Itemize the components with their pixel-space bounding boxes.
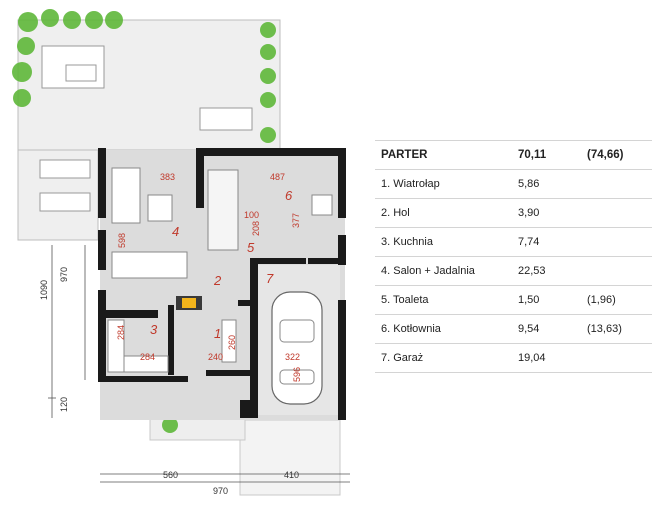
dim-487: 487 bbox=[270, 172, 285, 182]
table-row: 2. Hol 3,90 bbox=[375, 199, 652, 228]
table-header: PARTER 70,11 (74,66) bbox=[375, 140, 652, 170]
dim-240: 240 bbox=[208, 352, 223, 362]
dim-410: 410 bbox=[284, 470, 299, 480]
row-area: 1,50 bbox=[518, 294, 540, 306]
row-alt: (1,96) bbox=[587, 294, 616, 306]
wardrobe bbox=[221, 319, 237, 363]
dim-120: 120 bbox=[59, 397, 69, 412]
row-name: 3. Kuchnia bbox=[381, 236, 433, 248]
coffee-table bbox=[147, 194, 173, 222]
row-name: 6. Kotłownia bbox=[381, 323, 441, 335]
room-number-6: 6 bbox=[285, 188, 293, 203]
row-area: 22,53 bbox=[518, 265, 546, 277]
table-row: 7. Garaż 19,04 bbox=[375, 344, 652, 373]
sofa-outdoor-table bbox=[65, 64, 97, 82]
row-name: 1. Wiatrołap bbox=[381, 178, 440, 190]
floor-plan: 1 2 3 4 5 6 7 383 487 377 100 208 598 28… bbox=[12, 9, 350, 496]
row-name: 4. Salon + Jadalnia bbox=[381, 265, 475, 277]
dim-377: 377 bbox=[291, 213, 301, 228]
fireplace-flame bbox=[182, 298, 196, 308]
table-row: 6. Kotłownia 9,54 (13,63) bbox=[375, 315, 652, 344]
dim-383: 383 bbox=[160, 172, 175, 182]
row-area: 7,74 bbox=[518, 236, 540, 248]
dim-284-horizontal: 284 bbox=[140, 352, 155, 362]
sofa bbox=[111, 167, 141, 224]
area-table: PARTER 70,11 (74,66) 1. Wiatrołap 5,86 2… bbox=[375, 140, 652, 373]
dim-322: 322 bbox=[285, 352, 300, 362]
room-number-7: 7 bbox=[266, 271, 274, 286]
dining-table bbox=[111, 251, 188, 279]
row-area: 19,04 bbox=[518, 352, 546, 364]
kitchen-counter bbox=[107, 319, 125, 373]
table-row: 5. Toaleta 1,50 (1,96) bbox=[375, 286, 652, 315]
dim-970-vertical: 970 bbox=[59, 267, 69, 282]
driveway bbox=[239, 419, 341, 496]
dim-1090: 1090 bbox=[39, 280, 49, 300]
room-number-4: 4 bbox=[172, 224, 179, 239]
header-area: 70,11 bbox=[518, 149, 547, 161]
dim-598: 598 bbox=[117, 233, 127, 248]
dim-596: 596 bbox=[292, 367, 302, 382]
table-row: 3. Kuchnia 7,74 bbox=[375, 228, 652, 257]
room-number-1: 1 bbox=[214, 326, 221, 341]
kitchen-counter-2 bbox=[123, 355, 169, 373]
header-name: PARTER bbox=[381, 149, 428, 161]
row-name: 5. Toaleta bbox=[381, 294, 429, 306]
table-row: 4. Salon + Jadalnia 22,53 bbox=[375, 257, 652, 286]
dim-260: 260 bbox=[227, 335, 237, 350]
plants bbox=[12, 9, 276, 433]
room-number-5: 5 bbox=[247, 240, 255, 255]
dim-560: 560 bbox=[163, 470, 178, 480]
lounger-2 bbox=[39, 192, 91, 212]
dim-100: 100 bbox=[244, 210, 259, 220]
row-area: 5,86 bbox=[518, 178, 540, 190]
stairs bbox=[207, 169, 239, 251]
dim-284-vertical: 284 bbox=[116, 325, 126, 340]
row-alt: (13,63) bbox=[587, 323, 622, 335]
lounger-1 bbox=[39, 159, 91, 179]
row-name: 2. Hol bbox=[381, 207, 410, 219]
header-alt: (74,66) bbox=[587, 149, 624, 161]
room-number-3: 3 bbox=[150, 322, 158, 337]
room-number-2: 2 bbox=[213, 273, 222, 288]
dim-208: 208 bbox=[251, 221, 261, 236]
walls bbox=[98, 148, 346, 420]
table-row: 1. Wiatrołap 5,86 bbox=[375, 170, 652, 199]
row-name: 7. Garaż bbox=[381, 352, 424, 364]
row-area: 9,54 bbox=[518, 323, 540, 335]
boiler-room-unit bbox=[311, 194, 333, 216]
dining-table-outdoor bbox=[199, 107, 253, 131]
row-area: 3,90 bbox=[518, 207, 540, 219]
car-icon bbox=[271, 291, 323, 405]
dim-970-horizontal: 970 bbox=[213, 486, 228, 496]
